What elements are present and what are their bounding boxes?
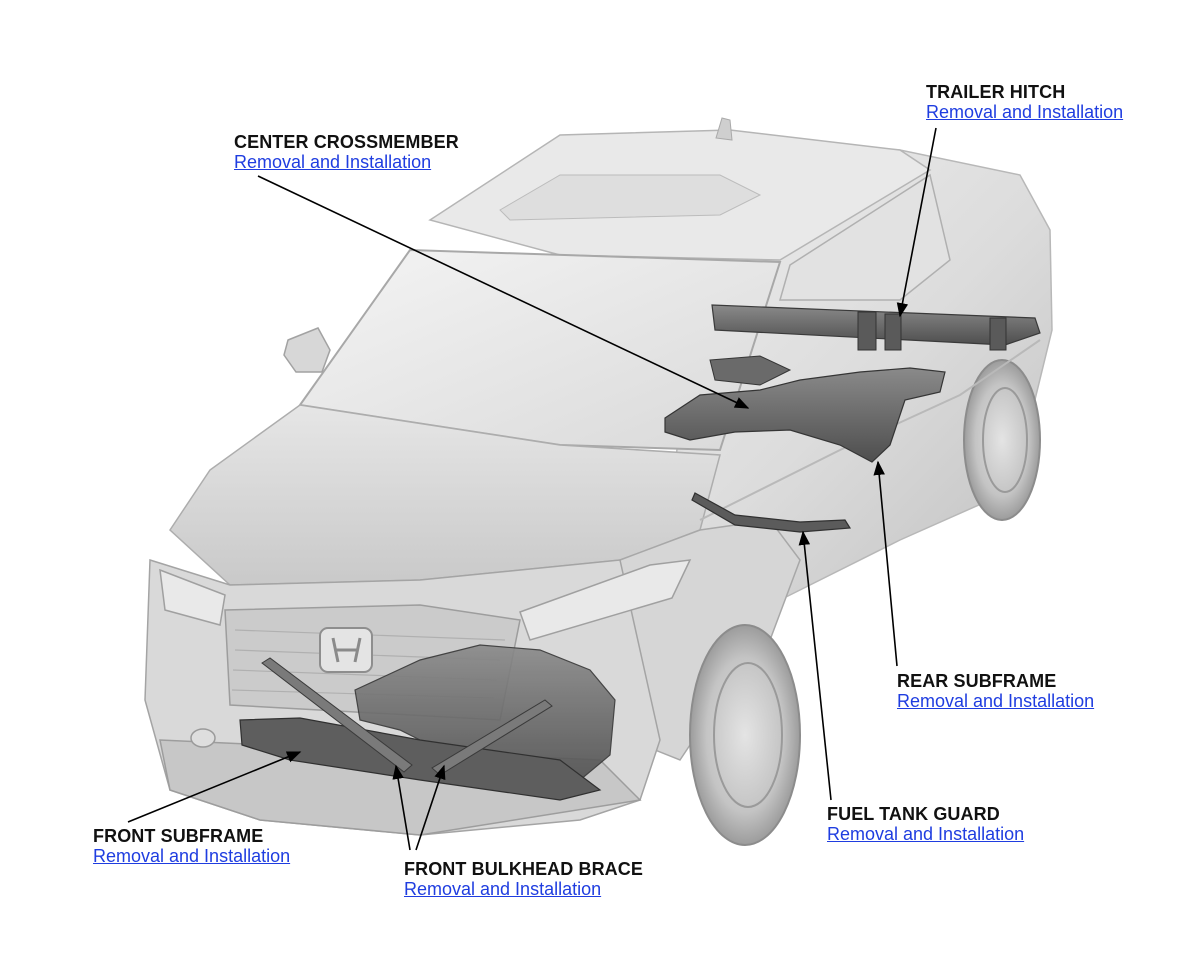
leader-lines — [127, 127, 937, 851]
front-bulkhead-brace-title: FRONT BULKHEAD BRACE — [404, 859, 643, 879]
center-crossmember-title: CENTER CROSSMEMBER — [234, 132, 459, 152]
leader-center-crossmember — [257, 175, 750, 409]
trailer-hitch-link[interactable]: Removal and Installation — [926, 102, 1124, 122]
center-crossmember-link[interactable]: Removal and Installation — [234, 152, 432, 172]
rear-subframe-title: REAR SUBFRAME — [897, 671, 1057, 691]
rear-subframe-part — [664, 355, 946, 463]
front-bulkhead-brace-link[interactable]: Removal and Installation — [404, 879, 602, 899]
leader-front-bulkhead-brace-left — [392, 764, 411, 851]
leader-trailer-hitch — [896, 127, 937, 318]
fuel-tank-guard-link[interactable]: Removal and Installation — [827, 824, 1025, 844]
front-subframe-link[interactable]: Removal and Installation — [93, 846, 291, 866]
callout-trailer-hitch: TRAILER HITCH Removal and Installation — [926, 82, 1123, 124]
callout-front-subframe: FRONT SUBFRAME Removal and Installation — [93, 826, 290, 868]
fuel-tank-guard-part — [691, 492, 852, 533]
trailer-hitch-part — [711, 304, 1041, 351]
leader-front-bulkhead-brace-right — [415, 764, 446, 851]
callout-front-bulkhead-brace: FRONT BULKHEAD BRACE Removal and Install… — [404, 859, 643, 901]
callout-fuel-tank-guard: FUEL TANK GUARD Removal and Installation — [827, 804, 1024, 846]
front-subframe-title: FRONT SUBFRAME — [93, 826, 264, 846]
leader-front-subframe — [127, 751, 302, 823]
callout-rear-subframe: REAR SUBFRAME Removal and Installation — [897, 671, 1094, 713]
fuel-tank-guard-title: FUEL TANK GUARD — [827, 804, 1000, 824]
callout-center-crossmember: CENTER CROSSMEMBER Removal and Installat… — [234, 132, 459, 174]
leader-fuel-tank-guard — [798, 530, 832, 801]
trailer-hitch-title: TRAILER HITCH — [926, 82, 1066, 102]
rear-subframe-link[interactable]: Removal and Installation — [897, 691, 1095, 711]
leader-rear-subframe — [873, 460, 898, 667]
